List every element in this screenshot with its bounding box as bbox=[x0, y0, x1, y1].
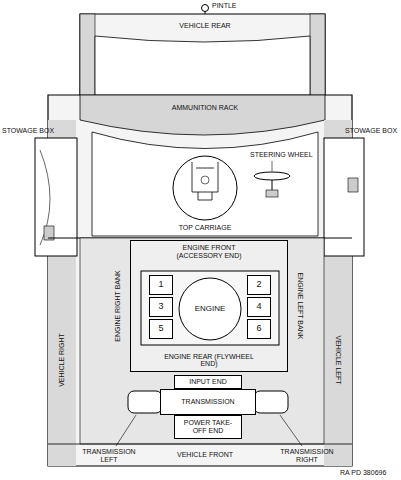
cylinder-box: 6 bbox=[247, 319, 271, 339]
steering-base bbox=[266, 190, 278, 197]
ammunition-rack bbox=[80, 95, 325, 135]
leader-line bbox=[280, 415, 302, 446]
cylinder-box: 3 bbox=[149, 297, 173, 317]
part-label: INPUT END bbox=[189, 378, 227, 386]
part-label: VEHICLE FRONT bbox=[177, 451, 233, 459]
steering-wheel bbox=[254, 172, 290, 180]
part-label: TOP CARRIAGE bbox=[179, 224, 232, 232]
part-label: VEHICLE LEFT bbox=[334, 335, 342, 384]
engine-box: ENGINE FRONT (ACCESSORY END) ENGINE REAR … bbox=[130, 240, 288, 372]
part-label: TRANSMISSION RIGHT bbox=[276, 448, 338, 463]
part-label: PINTLE bbox=[212, 2, 237, 10]
part-label: ENGINE bbox=[195, 305, 226, 314]
cylinder-number: 5 bbox=[158, 324, 163, 334]
carriage-cradle bbox=[192, 162, 218, 200]
part-label: ENGINE LEFT BANK bbox=[296, 273, 304, 340]
steering-post bbox=[272, 180, 273, 190]
part-label: ENGINE REAR (FLYWHEEL END) bbox=[163, 353, 255, 368]
cylinder-box: 1 bbox=[149, 275, 173, 295]
transmission-box: TRANSMISSION bbox=[160, 389, 256, 415]
part-label: ENGINE FRONT (ACCESSORY END) bbox=[163, 244, 255, 259]
part-label: STEERING WHEEL bbox=[250, 151, 313, 159]
cylinder-number: 2 bbox=[256, 280, 261, 290]
fighting-compartment bbox=[92, 132, 318, 236]
part-label: TRANSMISSION bbox=[181, 398, 234, 406]
leader-line bbox=[116, 415, 136, 446]
part-label: AMMUNITION RACK bbox=[172, 104, 239, 112]
part-label: RA PD 380696 bbox=[340, 469, 386, 477]
engine-compartment bbox=[80, 238, 324, 444]
rear-wall bbox=[310, 14, 325, 95]
cylinder-number: 6 bbox=[256, 324, 261, 334]
top-carriage bbox=[173, 156, 237, 220]
part-label: VEHICLE REAR bbox=[179, 22, 230, 30]
cylinder-box: 2 bbox=[247, 275, 271, 295]
part-label: ENGINE RIGHT BANK bbox=[114, 270, 122, 341]
leader-line bbox=[272, 161, 273, 171]
cylinder-box: 5 bbox=[149, 319, 173, 339]
cylinder-number: 4 bbox=[256, 302, 261, 312]
transmission-cap bbox=[254, 391, 288, 413]
part-label: POWER TAKE-OFF END bbox=[183, 419, 233, 434]
engine-block bbox=[141, 271, 279, 345]
hull-outline bbox=[48, 14, 352, 466]
transmission-part: INPUT END bbox=[174, 375, 242, 389]
part-label: VEHICLE RIGHT bbox=[58, 333, 66, 387]
engine-circle-outline bbox=[179, 278, 241, 340]
cylinder-box: 4 bbox=[247, 297, 271, 317]
transmission-part: POWER TAKE-OFF END bbox=[174, 415, 242, 439]
stowage-latch bbox=[348, 178, 358, 192]
pintle-symbol bbox=[202, 5, 209, 12]
part-label: TRANSMISSION LEFT bbox=[78, 448, 140, 463]
cylinder-number: 1 bbox=[158, 280, 163, 290]
cylinder-number: 3 bbox=[158, 302, 163, 312]
rear-compartment bbox=[95, 36, 310, 95]
part-label: STOWAGE BOX bbox=[345, 127, 397, 135]
part-label: STOWAGE BOX bbox=[2, 127, 54, 135]
engine-circle: ENGINE bbox=[178, 277, 242, 341]
transmission-cap bbox=[128, 391, 162, 413]
carriage-pivot bbox=[201, 176, 209, 184]
rear-wall bbox=[80, 14, 95, 95]
front-plate bbox=[48, 444, 352, 445]
